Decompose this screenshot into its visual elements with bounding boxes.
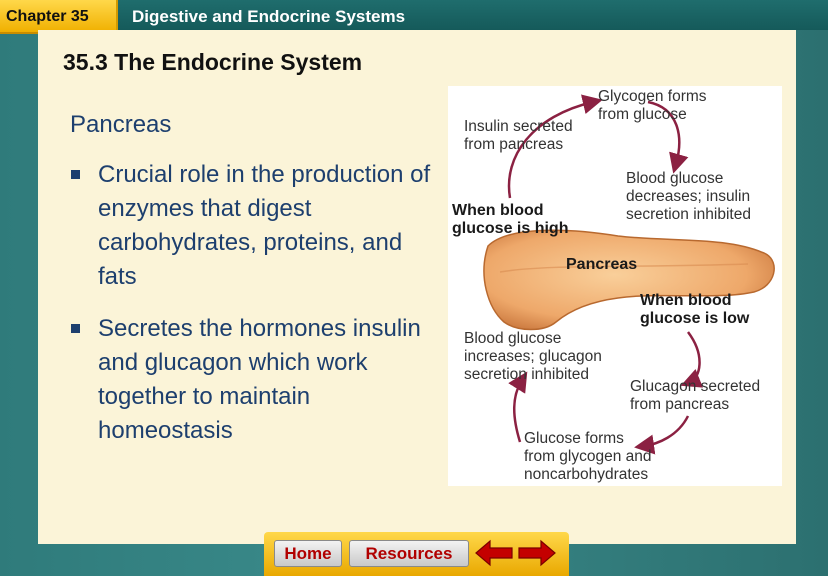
bullet-text: Secretes the hormones insulin and glucag…	[98, 312, 431, 448]
right-arrow-graphic	[517, 538, 557, 568]
blood-glucose-increases-label: Blood glucose increases; glucagon secret…	[464, 330, 602, 384]
label-line: When blood	[640, 292, 749, 310]
insulin-secreted-label: Insulin secreted from pancreas	[464, 118, 573, 154]
resources-button[interactable]: Resources	[349, 540, 469, 567]
when-glucose-high-label: When blood glucose is high	[452, 202, 568, 238]
label-line: from glycogen and	[524, 448, 652, 466]
label-line: secretion inhibited	[626, 206, 751, 224]
bullet-square-icon	[71, 170, 80, 179]
label-line: When blood	[452, 202, 568, 220]
when-glucose-low-label: When blood glucose is low	[640, 292, 749, 328]
blood-glucose-decreases-label: Blood glucose decreases; insulin secreti…	[626, 170, 751, 224]
bullet-text: Crucial role in the production of enzyme…	[98, 158, 431, 294]
glycogen-forms-label: Glycogen forms from glucose	[598, 88, 707, 124]
label-line: decreases; insulin	[626, 188, 751, 206]
home-button[interactable]: Home	[274, 540, 342, 567]
glucose-forms-label: Glucose forms from glycogen and noncarbo…	[524, 430, 652, 484]
page-title: 35.3 The Endocrine System	[63, 49, 362, 76]
top-bar	[0, 0, 828, 30]
label-line: Blood glucose	[464, 330, 602, 348]
label-line: from glucose	[598, 106, 707, 124]
bullet-item: Secretes the hormones insulin and glucag…	[71, 312, 431, 448]
glucose-regulation-diagram: Glycogen forms from glucose Insulin secr…	[448, 86, 782, 486]
subheading: Pancreas	[70, 111, 171, 139]
lower-cycle-arrow-3	[514, 380, 522, 442]
bullet-item: Crucial role in the production of enzyme…	[71, 158, 431, 294]
pancreas-label: Pancreas	[566, 256, 637, 274]
glucagon-secreted-label: Glucagon secreted from pancreas	[630, 378, 760, 414]
label-line: glucose is low	[640, 310, 749, 328]
bottom-nav-bar: Home Resources	[264, 532, 569, 576]
bullet-square-icon	[71, 324, 80, 333]
chapter-tab: Chapter 35	[0, 0, 118, 34]
label-line: glucose is high	[452, 220, 568, 238]
label-line: Glycogen forms	[598, 88, 707, 106]
left-arrow-icon[interactable]	[474, 538, 514, 568]
right-arrow-icon[interactable]	[517, 538, 557, 568]
label-line: secretion inhibited	[464, 366, 602, 384]
label-line: noncarbohydrates	[524, 466, 652, 484]
topic-label: Digestive and Endocrine Systems	[132, 7, 405, 27]
label-line: increases; glucagon	[464, 348, 602, 366]
label-line: Blood glucose	[626, 170, 751, 188]
label-line: Insulin secreted	[464, 118, 573, 136]
label-line: Glucagon secreted	[630, 378, 760, 396]
label-line: from pancreas	[630, 396, 760, 414]
lower-cycle-arrow-1	[688, 332, 700, 382]
label-line: from pancreas	[464, 136, 573, 154]
chapter-label: Chapter 35	[6, 8, 89, 26]
label-line: Glucose forms	[524, 430, 652, 448]
left-arrow-graphic	[474, 538, 514, 568]
